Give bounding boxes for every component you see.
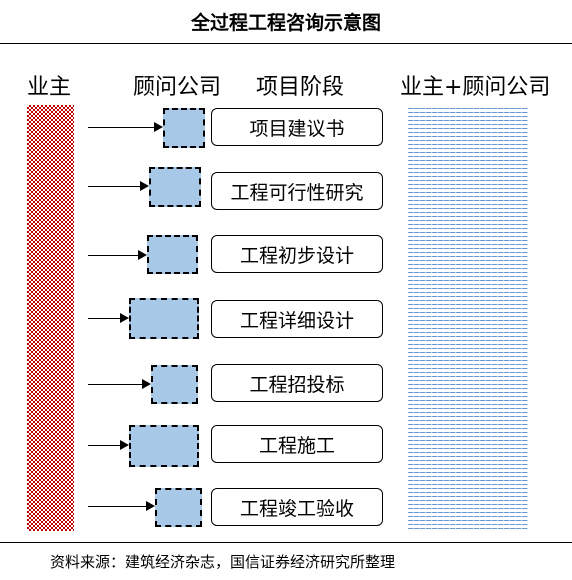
- stage-header: 项目阶段: [256, 75, 345, 100]
- top-rule: [0, 43, 572, 44]
- arrow-line: [88, 384, 144, 385]
- joint-header: 业主+顾问公司: [400, 75, 551, 100]
- stage-label: 工程初步设计: [239, 244, 354, 267]
- consultant-box: [151, 365, 198, 404]
- arrow-head: [142, 379, 151, 389]
- arrow-head: [146, 501, 155, 511]
- arrow-line: [88, 186, 142, 187]
- consultant-box: [163, 108, 205, 148]
- stage-box-4: 工程详细设计: [211, 300, 383, 338]
- arrow-head: [140, 181, 149, 191]
- stage-label: 工程详细设计: [239, 309, 354, 332]
- consultant-box: [155, 488, 202, 527]
- stage-box-1: 项目建议书: [211, 108, 383, 146]
- diagram-title: 全过程工程咨询示意图: [190, 12, 381, 34]
- consultant-box: [147, 235, 198, 274]
- arrow-head: [154, 122, 163, 132]
- arrow-line: [88, 127, 156, 128]
- owner-consultant-bar: [408, 105, 528, 531]
- arrow-head: [120, 440, 129, 450]
- consultant-box: [129, 425, 199, 467]
- arrow-head: [120, 313, 129, 323]
- arrow-line: [88, 318, 122, 319]
- stage-label: 工程竣工验收: [239, 497, 354, 520]
- consultant-box: [149, 167, 201, 207]
- owner-header: 业主: [27, 75, 72, 100]
- stage-label: 工程招投标: [249, 373, 345, 396]
- stage-box-3: 工程初步设计: [211, 235, 383, 273]
- arrow-line: [88, 445, 122, 446]
- stage-label: 工程可行性研究: [230, 181, 364, 204]
- bottom-rule: [0, 542, 572, 543]
- owner-bar: [27, 105, 74, 531]
- stage-label: 工程施工: [258, 434, 335, 457]
- stage-label: 项目建议书: [249, 117, 345, 140]
- consultant-header: 顾问公司: [133, 75, 222, 100]
- stage-box-2: 工程可行性研究: [211, 172, 383, 210]
- stage-box-5: 工程招投标: [211, 364, 383, 402]
- arrow-line: [88, 506, 148, 507]
- arrow-line: [88, 255, 140, 256]
- arrow-head: [138, 250, 147, 260]
- stage-box-6: 工程施工: [211, 425, 383, 463]
- source-note: 资料来源：建筑经济杂志，国信证券经济研究所整理: [50, 553, 396, 571]
- stage-box-7: 工程竣工验收: [211, 488, 383, 526]
- consultant-box: [129, 298, 199, 339]
